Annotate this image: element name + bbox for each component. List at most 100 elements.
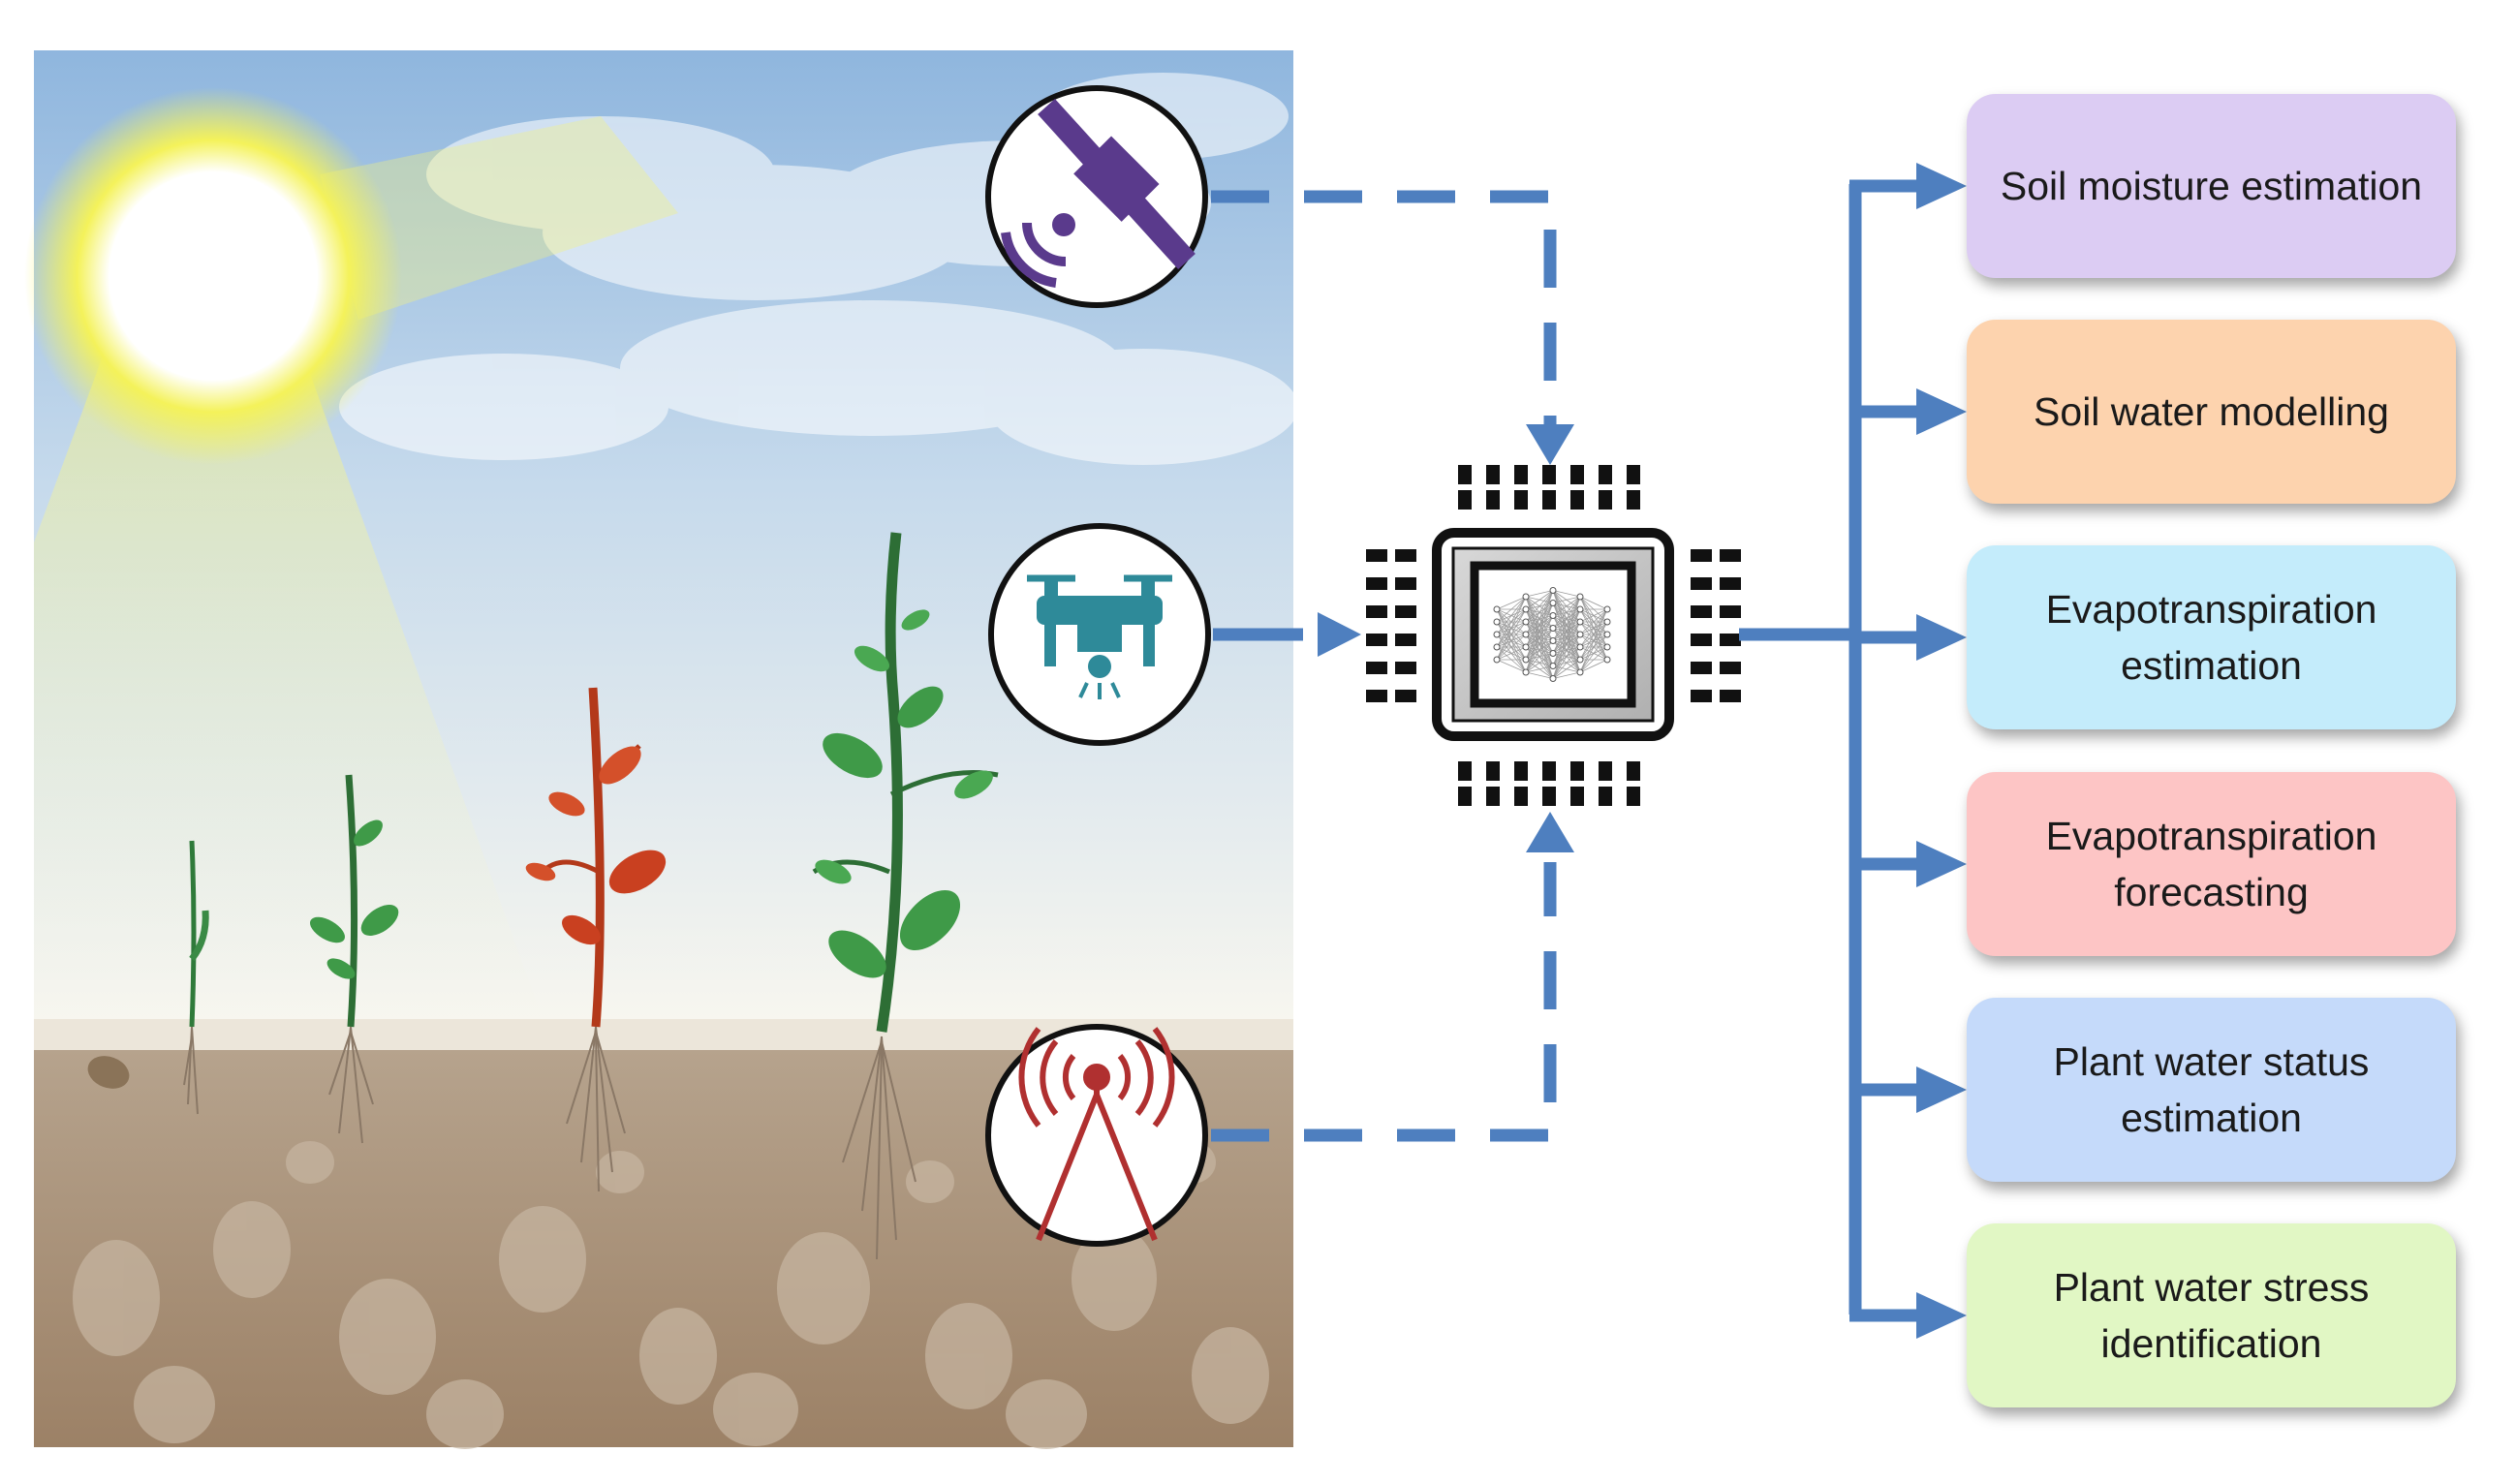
nn-node [1493,643,1501,651]
output-branch-arrowhead [1916,614,1967,661]
chip-pin [1627,490,1640,510]
chip-pins-left [1366,549,1416,702]
chip-pin [1627,761,1640,781]
chip-pins-top [1458,465,1640,510]
nn-node [1576,643,1584,651]
nn-node [1522,605,1530,613]
chip-pin [1691,690,1712,702]
nn-node [1576,631,1584,638]
neural-network-chip-icon [1493,587,1611,682]
chip-pin [1720,634,1741,646]
chip-pin [1599,465,1612,484]
nn-edge [1525,590,1554,648]
nn-edge [1525,590,1554,623]
drone-icon [1027,574,1172,699]
nn-edge [1579,608,1608,623]
nn-node [1522,593,1530,601]
chip-pin [1691,577,1712,590]
output-branch-arrowhead [1916,388,1967,435]
output-label: Soil moisture estimation [2000,164,2423,208]
nn-edge [1552,590,1581,598]
nn-edge [1525,603,1554,673]
nn-node [1576,605,1584,613]
nn-edge [1496,608,1527,661]
nn-edge [1552,621,1581,679]
nn-node [1522,643,1530,651]
nn-node [1549,675,1557,682]
nn-edge [1579,608,1608,635]
chip-pin [1395,577,1416,590]
chip-pins-right [1691,549,1741,702]
nn-edge [1552,596,1581,629]
chip-pin [1599,761,1612,781]
nn-node [1549,637,1557,644]
nn-node [1493,605,1501,613]
chip-pin [1514,490,1528,510]
chip-pin [1514,465,1528,484]
nn-node [1522,618,1530,626]
chip-pin [1395,690,1416,702]
output-branch-arrowhead [1916,841,1967,887]
nn-edge [1552,596,1581,641]
chip-pin [1599,490,1612,510]
output-box-soil-moisture: Soil moisture estimation [1967,94,2456,278]
chip-pin [1691,634,1712,646]
output-label: Plant water status estimation [2053,1039,2370,1140]
nn-edge [1496,621,1527,661]
output-label: Evapotranspiration forecasting [2045,814,2377,914]
chip-pin [1720,662,1741,674]
nn-edge [1552,608,1581,679]
satellite-icon [1001,98,1196,288]
chip-pin [1458,490,1472,510]
nn-node [1603,618,1611,626]
chip-pin [1720,690,1741,702]
nn-node [1493,656,1501,664]
chip-pin [1542,465,1556,484]
nn-node [1603,605,1611,613]
nn-edge [1525,628,1554,673]
nn-node [1576,668,1584,676]
chip-pin [1486,465,1500,484]
chip-pin [1395,634,1416,646]
nn-edge [1579,621,1608,673]
nn-edge [1496,646,1527,661]
nn-edge [1496,596,1527,661]
chip-pin [1691,662,1712,674]
output-arrowheads [1916,163,1967,1339]
chip-pin [1395,605,1416,618]
nn-edge [1525,665,1554,673]
chip-pin [1366,662,1387,674]
nn-edge [1496,596,1527,648]
output-connectors [1739,179,1923,1322]
output-box-et-estimation: Evapotranspiration estimation [1967,545,2456,729]
chip-pin [1542,490,1556,510]
nn-edge [1579,608,1608,661]
nn-node [1522,668,1530,676]
nn-edge [1552,596,1581,654]
nn-edge [1496,659,1527,673]
chip-pins-bottom [1458,761,1640,806]
nn-edge [1525,590,1554,661]
seed [87,1056,130,1089]
chip-pin [1570,490,1584,510]
nn-edge [1525,590,1554,673]
nn-node [1576,593,1584,601]
nn-node [1549,612,1557,619]
nn-edge [1552,634,1581,679]
chip-pin [1514,787,1528,806]
plant-healthy [812,532,999,1260]
nn-node [1493,618,1501,626]
output-label: Evapotranspiration estimation [2045,587,2377,688]
nn-edge [1496,596,1527,610]
nn-edge [1525,653,1554,673]
chip-pin [1395,662,1416,674]
nn-edge [1552,596,1581,616]
nn-edge [1579,608,1608,648]
nn-edge [1525,640,1554,673]
nn-node [1549,587,1557,594]
drone-arrowhead [1318,612,1361,657]
soil-pebbles [73,1141,1269,1449]
chip-pin [1542,761,1556,781]
output-branch-arrowhead [1916,1292,1967,1339]
satellite-arrowhead [1526,424,1574,465]
